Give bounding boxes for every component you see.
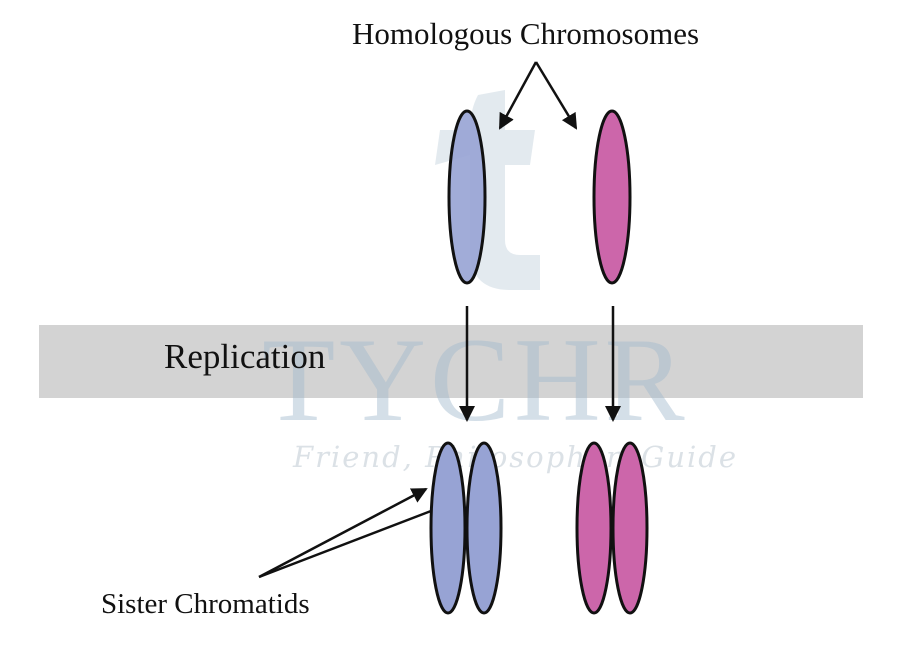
watermark-tagline: Friend, Philosopher, Guide bbox=[293, 440, 739, 474]
sister-arrow-upper bbox=[258, 487, 428, 579]
chromosome-blue bbox=[447, 109, 487, 285]
chromatid-blue-right bbox=[465, 441, 503, 615]
sister-arrow-lower bbox=[258, 509, 432, 579]
chromatid-blue-left bbox=[429, 441, 467, 615]
chromosome-pink bbox=[592, 109, 632, 285]
replication-band bbox=[39, 325, 863, 398]
chromatid-pink-left bbox=[575, 441, 613, 615]
homolog-arrow-right bbox=[534, 61, 578, 130]
homologous-chromosomes-label: Homologous Chromosomes bbox=[352, 16, 700, 51]
sister-chromatids-label: Sister Chromatids bbox=[101, 588, 310, 620]
replication-label: Replication bbox=[164, 337, 326, 376]
chromatid-pink-right bbox=[611, 441, 649, 615]
homolog-arrow-left bbox=[498, 61, 538, 130]
